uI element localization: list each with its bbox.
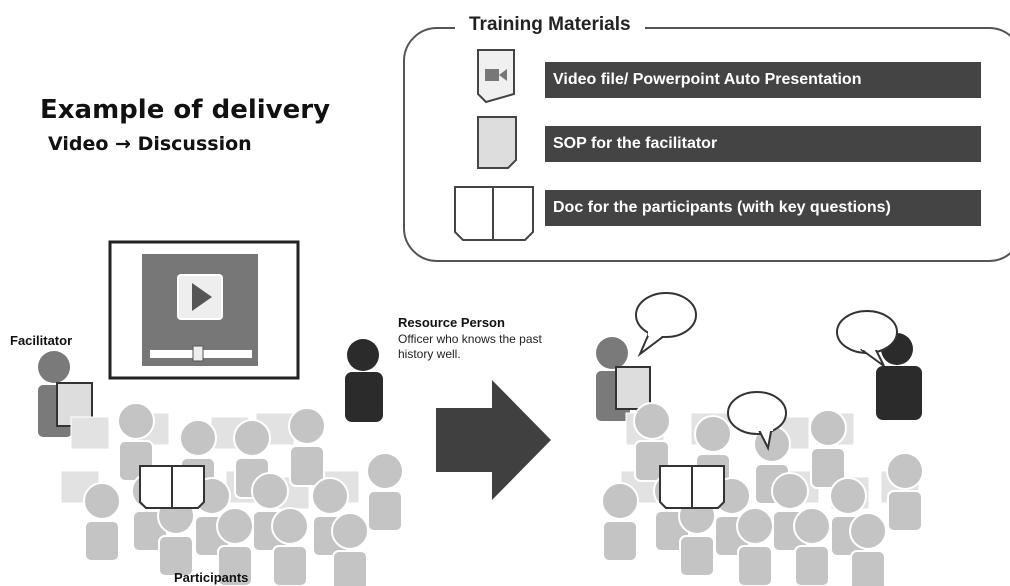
resource-person-description: Officer who knows the past history well. [398,332,542,361]
open-book-icon [454,186,534,241]
material-label-video: Video file/ Powerpoint Auto Presentation [545,62,981,98]
participants-group-right [601,402,924,586]
transition-arrow [436,380,551,500]
participants-group-left [60,402,404,586]
training-materials-box [403,27,1010,262]
resource-person-figure-right [876,333,922,420]
resource-person-label: Resource Person [398,315,505,330]
resource-person-figure [345,339,383,422]
speech-bubble-resource-person [836,310,898,367]
video-file-icon [477,49,515,104]
facilitator-figure-right [596,337,651,421]
facilitator-label: Facilitator [10,333,73,348]
facilitator-figure [38,351,93,437]
material-label-sop: SOP for the facilitator [545,126,981,162]
participants-label: Participants [174,570,249,585]
diagram-subtitle: Video → Discussion [48,133,252,155]
video-screen [108,240,300,380]
material-label-participants-doc: Doc for the participants (with key quest… [545,190,981,226]
training-materials-title: Training Materials [455,14,645,36]
speech-bubble-participant [727,391,787,452]
speech-bubble-facilitator [635,292,697,358]
diagram-title: Example of delivery [40,95,331,125]
document-icon [477,116,517,169]
